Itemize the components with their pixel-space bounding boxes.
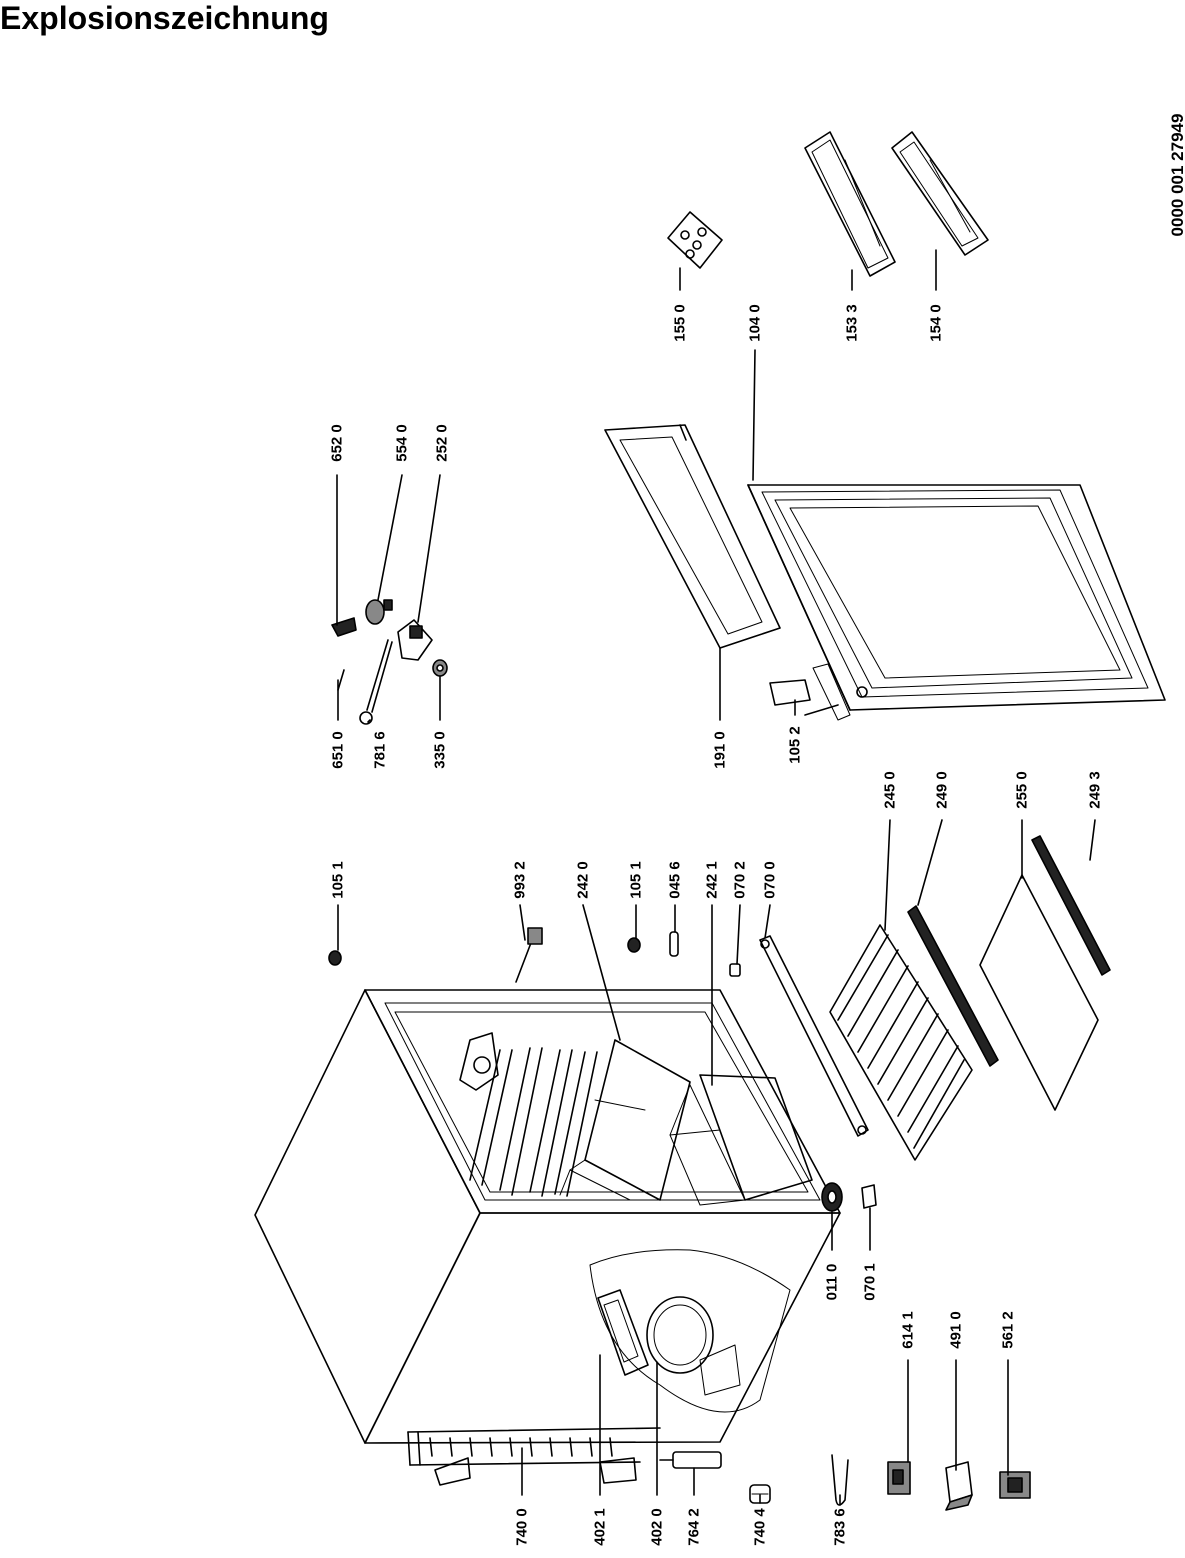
part-label: 011 0 [823,1263,841,1301]
part-011-0 [821,1182,843,1212]
part-label: 104 0 [746,304,764,342]
door-bracket-070-0 [759,935,869,1137]
part-label: 155 0 [671,304,689,342]
wire-shelf-245-0 [829,924,973,1161]
part-label: 652 0 [328,424,346,462]
part-label: 993 2 [511,861,529,899]
part-070-2 [729,963,741,977]
part-781-6 [359,639,393,725]
part-label: 242 0 [574,861,592,899]
part-label: 740 4 [751,1508,769,1546]
door-shelf-154-0 [891,131,989,256]
cabinet-body [254,989,841,1444]
part-label: 070 2 [731,861,749,899]
thermostat-housing [459,1032,499,1091]
part-105-1-top [328,950,342,966]
part-label: 242 1 [703,861,721,899]
condenser-coil [407,1427,661,1486]
part-label: 651 0 [329,731,347,769]
part-label: 614 1 [899,1311,917,1349]
door-shelf-153-3 [804,131,896,277]
relay-box [597,1289,649,1376]
part-label: 783 6 [831,1508,849,1546]
part-label: 105 1 [627,861,645,899]
compressor [646,1296,741,1396]
part-651-0 [337,669,345,691]
part-label: 105 1 [329,861,347,899]
part-491-0 [945,1461,973,1511]
drier-764-2 [659,1451,722,1469]
part-label: 249 0 [933,771,951,809]
part-554-0 [365,599,393,625]
part-label: 154 0 [927,304,945,342]
part-label: 335 0 [431,731,449,769]
shelf-edge-249-3 [1031,835,1111,976]
part-label: 781 6 [371,731,389,769]
part-label: 153 3 [843,304,861,342]
shelf-edge-249-0 [907,905,999,1067]
part-label: 105 2 [786,726,804,764]
part-label: 255 0 [1013,771,1031,809]
part-652-0 [331,617,357,637]
part-label: 245 0 [881,771,899,809]
page-title: Explosionszeichnung [0,0,329,36]
part-335-0 [432,659,448,677]
glass-shelf-255-0 [979,874,1099,1111]
part-label: 045 6 [666,861,684,899]
part-252-0 [397,619,433,661]
leader-lines [336,249,1096,1506]
hinge-105-2 [769,663,851,721]
part-label: 740 0 [513,1508,531,1546]
part-label: 070 1 [861,1263,879,1301]
part-105-1-mid [627,937,641,953]
part-561-2 [999,1471,1031,1499]
part-label: 252 0 [433,424,451,462]
part-label: 249 3 [1086,771,1104,809]
door-104-0 [747,484,1166,711]
part-label: 554 0 [393,424,411,462]
drawer-242-0 [559,1039,691,1201]
drawer-242-1 [669,1074,813,1206]
part-label: 764 2 [685,1508,703,1546]
part-070-1 [861,1184,877,1209]
egg-tray-155-0 [667,211,723,269]
part-label: 402 0 [648,1508,666,1546]
part-045-6 [669,931,679,957]
part-614-1 [887,1461,911,1495]
shelf-guides [469,1047,598,1197]
part-label: 402 1 [591,1508,609,1546]
part-label: 491 0 [947,1311,965,1349]
part-993-2 [515,927,543,983]
machine-compartment [589,1249,791,1413]
door-seal-191-0 [604,424,781,649]
part-label: 070 0 [761,861,779,899]
part-label: 191 0 [711,731,729,769]
part-label: 561 2 [999,1311,1017,1349]
